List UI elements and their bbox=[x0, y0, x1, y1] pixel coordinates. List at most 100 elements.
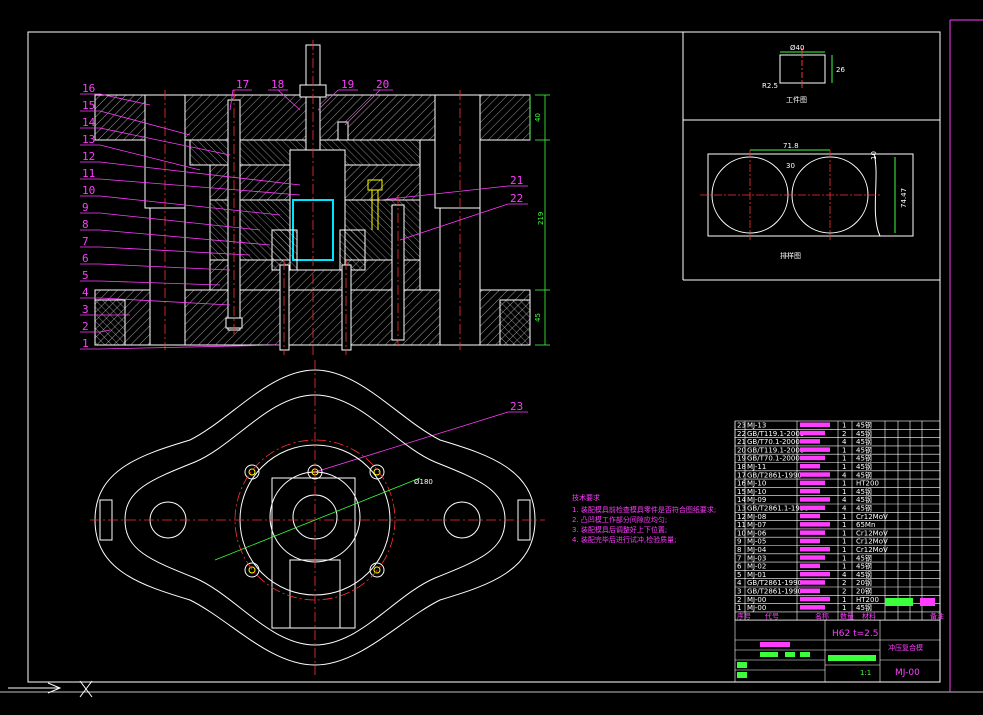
bom-row-qty: 1 bbox=[842, 554, 846, 562]
bom-row-material: 45钢 bbox=[856, 487, 872, 496]
bom-row-no: 10 bbox=[737, 529, 746, 537]
bom-row-qty: 1 bbox=[842, 488, 846, 496]
part-label-18: 18 bbox=[271, 78, 284, 91]
bom-row-code: MJ-00 bbox=[747, 596, 766, 604]
bom-row-code: MJ-02 bbox=[747, 563, 766, 571]
part-label-20: 20 bbox=[376, 78, 389, 91]
part-label-19: 19 bbox=[341, 78, 354, 91]
dim-work-dia: Ø40 bbox=[790, 44, 804, 52]
bom-row-material: 65Mn bbox=[856, 521, 875, 529]
bom-row-material: Cr12MoV bbox=[856, 546, 888, 554]
tech-req-1: 1. 装配模具前检查模具零件是否符合图纸要求; bbox=[572, 505, 716, 514]
bom-row-code: MJ-10 bbox=[747, 480, 766, 488]
title-name: 冲压复合模 bbox=[888, 643, 923, 652]
bom-row-material: Cr12MoV bbox=[856, 538, 888, 546]
bom-row-no: 9 bbox=[737, 538, 741, 546]
dim-blank-width: 74.47 bbox=[900, 188, 908, 208]
bom-row-material: 45钢 bbox=[856, 570, 872, 579]
bom-row-code: GB/T2861-1990 bbox=[747, 579, 802, 587]
tech-req-2: 2. 凸凹模工作部分间隙应均匀; bbox=[572, 515, 667, 524]
bom-row-name bbox=[800, 472, 830, 477]
bom-row-name bbox=[800, 439, 820, 444]
plan-centerlines bbox=[90, 360, 545, 675]
title-drawing-no: MJ-00 bbox=[895, 668, 920, 678]
bom-row-name bbox=[800, 563, 820, 569]
dim-blank-pitch: 71.8 bbox=[783, 142, 799, 150]
bom-row-material: 45钢 bbox=[856, 445, 872, 454]
dim-work-r: R2.5 bbox=[762, 82, 778, 90]
part-leaders-left bbox=[80, 93, 301, 350]
bom-row-no: 22 bbox=[737, 430, 746, 438]
bom-row-qty: 4 bbox=[842, 471, 847, 479]
workpiece-title: 工件图 bbox=[786, 95, 807, 104]
bom-row-no: 20 bbox=[737, 446, 746, 454]
bom-row-material: 20钢 bbox=[856, 587, 872, 596]
bom-row-qty: 2 bbox=[842, 588, 846, 596]
dim-work-h: 26 bbox=[836, 66, 845, 74]
bom-row-no: 5 bbox=[737, 571, 741, 579]
bom-row-qty: 1 bbox=[842, 604, 846, 612]
bom-row-material: 45钢 bbox=[856, 470, 872, 479]
bom-row-name bbox=[800, 580, 825, 585]
part-label-12: 12 bbox=[82, 150, 95, 163]
part-label-23: 23 bbox=[510, 400, 523, 413]
bom-row-qty: 1 bbox=[842, 521, 846, 529]
bom-row-no: 19 bbox=[737, 455, 746, 463]
bom-row-name bbox=[800, 480, 825, 486]
part-label-7: 7 bbox=[82, 235, 89, 248]
bom-row-qty: 2 bbox=[842, 430, 846, 438]
bom-row-no: 3 bbox=[737, 588, 741, 596]
bom-row-no: 23 bbox=[737, 422, 746, 430]
bom-row-material: Cr12MoV bbox=[856, 513, 888, 521]
bom-row-code: GB/T119.1-2000 bbox=[747, 430, 804, 438]
drawing-frame bbox=[0, 31, 983, 693]
bom-row-material: Cr12MoV bbox=[856, 529, 888, 537]
part-label-22: 22 bbox=[510, 192, 523, 205]
bom-header-cell: 材料 bbox=[862, 611, 876, 620]
bom-row-no: 18 bbox=[737, 463, 746, 471]
bom-row-name bbox=[800, 522, 830, 527]
bom-row-qty: 4 bbox=[842, 571, 847, 579]
bom-row-no: 1 bbox=[737, 604, 741, 612]
bom-row-material: 45钢 bbox=[856, 454, 872, 463]
bom-row-material: 45钢 bbox=[856, 495, 872, 504]
bom-row-qty: 1 bbox=[842, 529, 846, 537]
part-label-21: 21 bbox=[510, 174, 523, 187]
title-block bbox=[734, 619, 941, 683]
part-label-13: 13 bbox=[82, 133, 95, 146]
title-material: H62 t=2.5 bbox=[832, 629, 878, 639]
dim-height-total: 219 bbox=[537, 212, 545, 225]
bom-row-material: 20钢 bbox=[856, 578, 872, 587]
part-label-5: 5 bbox=[82, 269, 89, 282]
bom-row-qty: 4 bbox=[842, 496, 847, 504]
bom-row-name bbox=[800, 588, 820, 593]
bom-row-qty: 1 bbox=[842, 546, 846, 554]
part-label-8: 8 bbox=[82, 218, 89, 231]
bom-row-no: 11 bbox=[737, 521, 746, 529]
bom-row-code: GB/T2861-1990 bbox=[747, 588, 802, 596]
bom-header-cell: 名称 bbox=[815, 611, 829, 620]
part-label-17: 17 bbox=[236, 78, 249, 91]
bom-row-material: HT200 bbox=[856, 596, 879, 604]
bom-row-qty: 1 bbox=[842, 563, 846, 571]
part-label-14: 14 bbox=[82, 116, 96, 129]
part-label-1: 1 bbox=[82, 337, 89, 350]
bom-row-name bbox=[800, 538, 820, 544]
part-label-3: 3 bbox=[82, 303, 89, 316]
part-label-9: 9 bbox=[82, 201, 89, 214]
bom-row-code: GB/T70.1-2000 bbox=[747, 438, 800, 446]
part-label-2: 2 bbox=[82, 320, 89, 333]
bom-row-qty: 1 bbox=[842, 455, 846, 463]
bom-row-name bbox=[800, 547, 830, 552]
section-view bbox=[94, 40, 531, 355]
height-dimensions bbox=[529, 94, 550, 346]
bom-row-code: GB/T2861-1990 bbox=[747, 471, 802, 479]
part-label-16: 16 bbox=[82, 82, 95, 95]
bom-row-code: MJ-13 bbox=[747, 422, 766, 430]
bom-row-material: 45钢 bbox=[856, 562, 872, 571]
bom-row-code: MJ-05 bbox=[747, 538, 766, 546]
bom-row-code: MJ-03 bbox=[747, 554, 766, 562]
bom-row-code: GB/T2861.1-1990 bbox=[747, 505, 809, 513]
bom-row-material: 45钢 bbox=[856, 603, 872, 612]
